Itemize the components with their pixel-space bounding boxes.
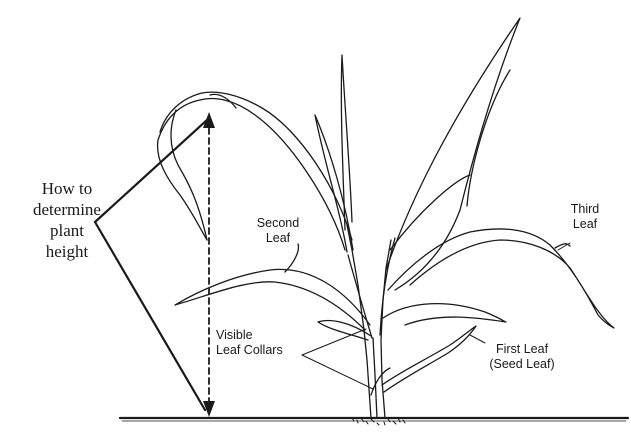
first-leaf <box>382 326 476 392</box>
first-leaf-label: First Leaf (Seed Leaf) <box>478 342 566 372</box>
visible-leaf-collars-label: Visible Leaf Collars <box>216 328 283 358</box>
how-to-determine-plant-height-label: How to determine plant height <box>16 178 118 262</box>
third-leaf-label: Third Leaf <box>562 202 608 232</box>
label-pointers <box>95 120 207 410</box>
height-arrow <box>203 112 215 417</box>
second-leaf-label: Second Leaf <box>248 216 308 246</box>
arrowhead-up <box>203 112 215 128</box>
lower-right-leaf <box>383 304 506 325</box>
central-leaves <box>315 18 520 290</box>
second-leaf <box>175 244 370 330</box>
leaf-leaders <box>470 243 570 343</box>
third-leaf <box>388 229 614 328</box>
